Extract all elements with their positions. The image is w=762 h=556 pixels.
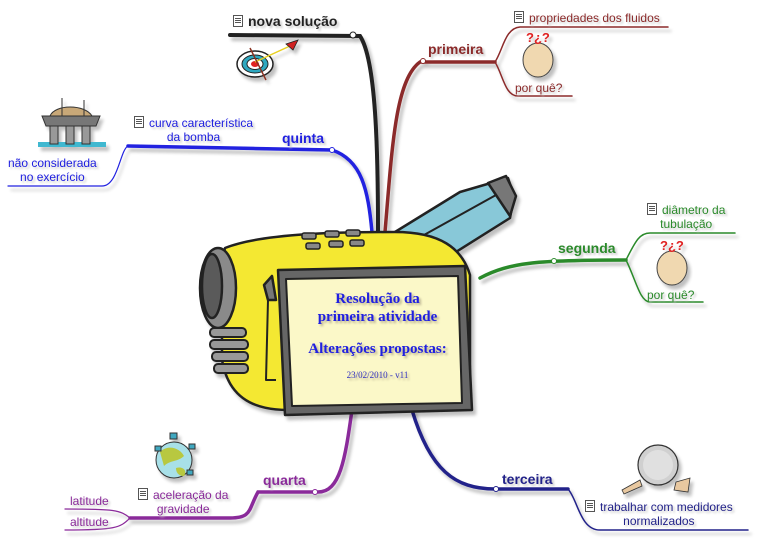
connector-segunda-child1: [625, 232, 736, 261]
connector-segunda: [478, 258, 628, 280]
confused-face-icon: ?¿?: [656, 238, 688, 286]
subtopic-label-line2: gravidade: [156, 502, 210, 516]
connector-quarta: [128, 408, 354, 520]
confused-face-icon: ?¿?: [522, 30, 554, 78]
svg-text:?¿?: ?¿?: [526, 30, 550, 45]
central-title-line2: primeira atividade: [317, 309, 438, 325]
camcorder-icon: [198, 174, 518, 417]
subtopic-label-line1: diâmetro da: [662, 203, 726, 217]
connector-node-dot: [329, 147, 335, 153]
note-icon[interactable]: [233, 15, 243, 27]
connector-node-dot: [349, 31, 357, 39]
target-arrow-icon: [236, 39, 299, 81]
topic-quinta[interactable]: quinta: [282, 130, 324, 146]
subtopic-latitude[interactable]: latitude: [70, 494, 109, 508]
globe-network-icon: [154, 432, 196, 479]
note-icon[interactable]: [134, 116, 144, 128]
central-subtitle: Alterações propostas:: [308, 341, 447, 357]
subtopic-label-line2: no exercício: [20, 170, 85, 184]
subtopic-aceleracao-gravidade[interactable]: aceleração da gravidade: [138, 488, 228, 516]
subtopic-por-que[interactable]: por quê?: [515, 81, 563, 95]
note-icon[interactable]: [647, 203, 657, 215]
connector-node-dot: [420, 58, 426, 64]
topic-segunda[interactable]: segunda: [558, 240, 616, 256]
note-icon[interactable]: [138, 488, 148, 500]
central-date-version: 23/02/2010 - v11: [346, 370, 409, 380]
subtopic-trabalhar-medidores[interactable]: trabalhar com medidores normalizados: [585, 500, 733, 528]
subtopic-label-line1: curva característica: [149, 116, 254, 130]
topic-primeira[interactable]: primeira: [428, 41, 484, 57]
connector-primeira: [383, 60, 497, 234]
connector-terceira: [410, 408, 570, 491]
connector-quinta-child1: [7, 145, 129, 187]
connector-nova-solucao: [228, 33, 380, 234]
subtopic-diametro-tubulacao[interactable]: diâmetro da tubulação: [647, 203, 725, 231]
connector-node-dot: [493, 486, 499, 492]
subtopic-label-line1: aceleração da: [153, 488, 229, 502]
connector-primeira-child1: [494, 26, 669, 63]
subtopic-nao-considerada[interactable]: não considerada no exercício: [8, 156, 97, 184]
topic-quarta[interactable]: quarta: [263, 472, 306, 488]
connector-quinta: [126, 144, 374, 234]
subtopic-label-line2: normalizados: [623, 514, 695, 528]
subtopic-label-line2: tubulação: [660, 217, 713, 231]
svg-text:?¿?: ?¿?: [660, 238, 684, 253]
note-icon[interactable]: [514, 11, 524, 23]
connector-primeira-child2: [494, 61, 573, 97]
topic-nova-solucao[interactable]: nova solução: [233, 13, 337, 29]
subtopic-propriedades-dos-fluidos[interactable]: propriedades dos fluidos: [514, 11, 660, 25]
subtopic-curva-caracteristica[interactable]: curva característica da bomba: [134, 116, 253, 144]
connector-terceira-child1: [567, 488, 749, 531]
connector-quarta-child1: [64, 508, 131, 519]
note-icon[interactable]: [585, 500, 595, 512]
topic-terceira[interactable]: terceira: [502, 471, 553, 487]
subtopic-label: propriedades dos fluidos: [529, 11, 660, 25]
connector-quarta-child2: [64, 517, 131, 531]
connector-node-dot: [551, 258, 557, 264]
central-topic[interactable]: Resolução da primeira atividade Alteraçõ…: [290, 290, 465, 380]
subtopic-label-line1: trabalhar com medidores: [600, 500, 733, 514]
manometer-gauge-icon: [621, 444, 691, 495]
central-title-line1: Resolução da: [335, 291, 420, 307]
subtopic-por-que[interactable]: por quê?: [647, 288, 695, 302]
connector-segunda-child2: [625, 259, 704, 303]
subtopic-altitude[interactable]: altitude: [70, 515, 109, 529]
subtopic-label-line2: da bomba: [166, 130, 221, 144]
connector-node-dot: [312, 489, 318, 495]
topic-label: nova solução: [248, 13, 338, 29]
offshore-platform-icon: [38, 98, 106, 147]
subtopic-label-line1: não considerada: [8, 156, 97, 170]
